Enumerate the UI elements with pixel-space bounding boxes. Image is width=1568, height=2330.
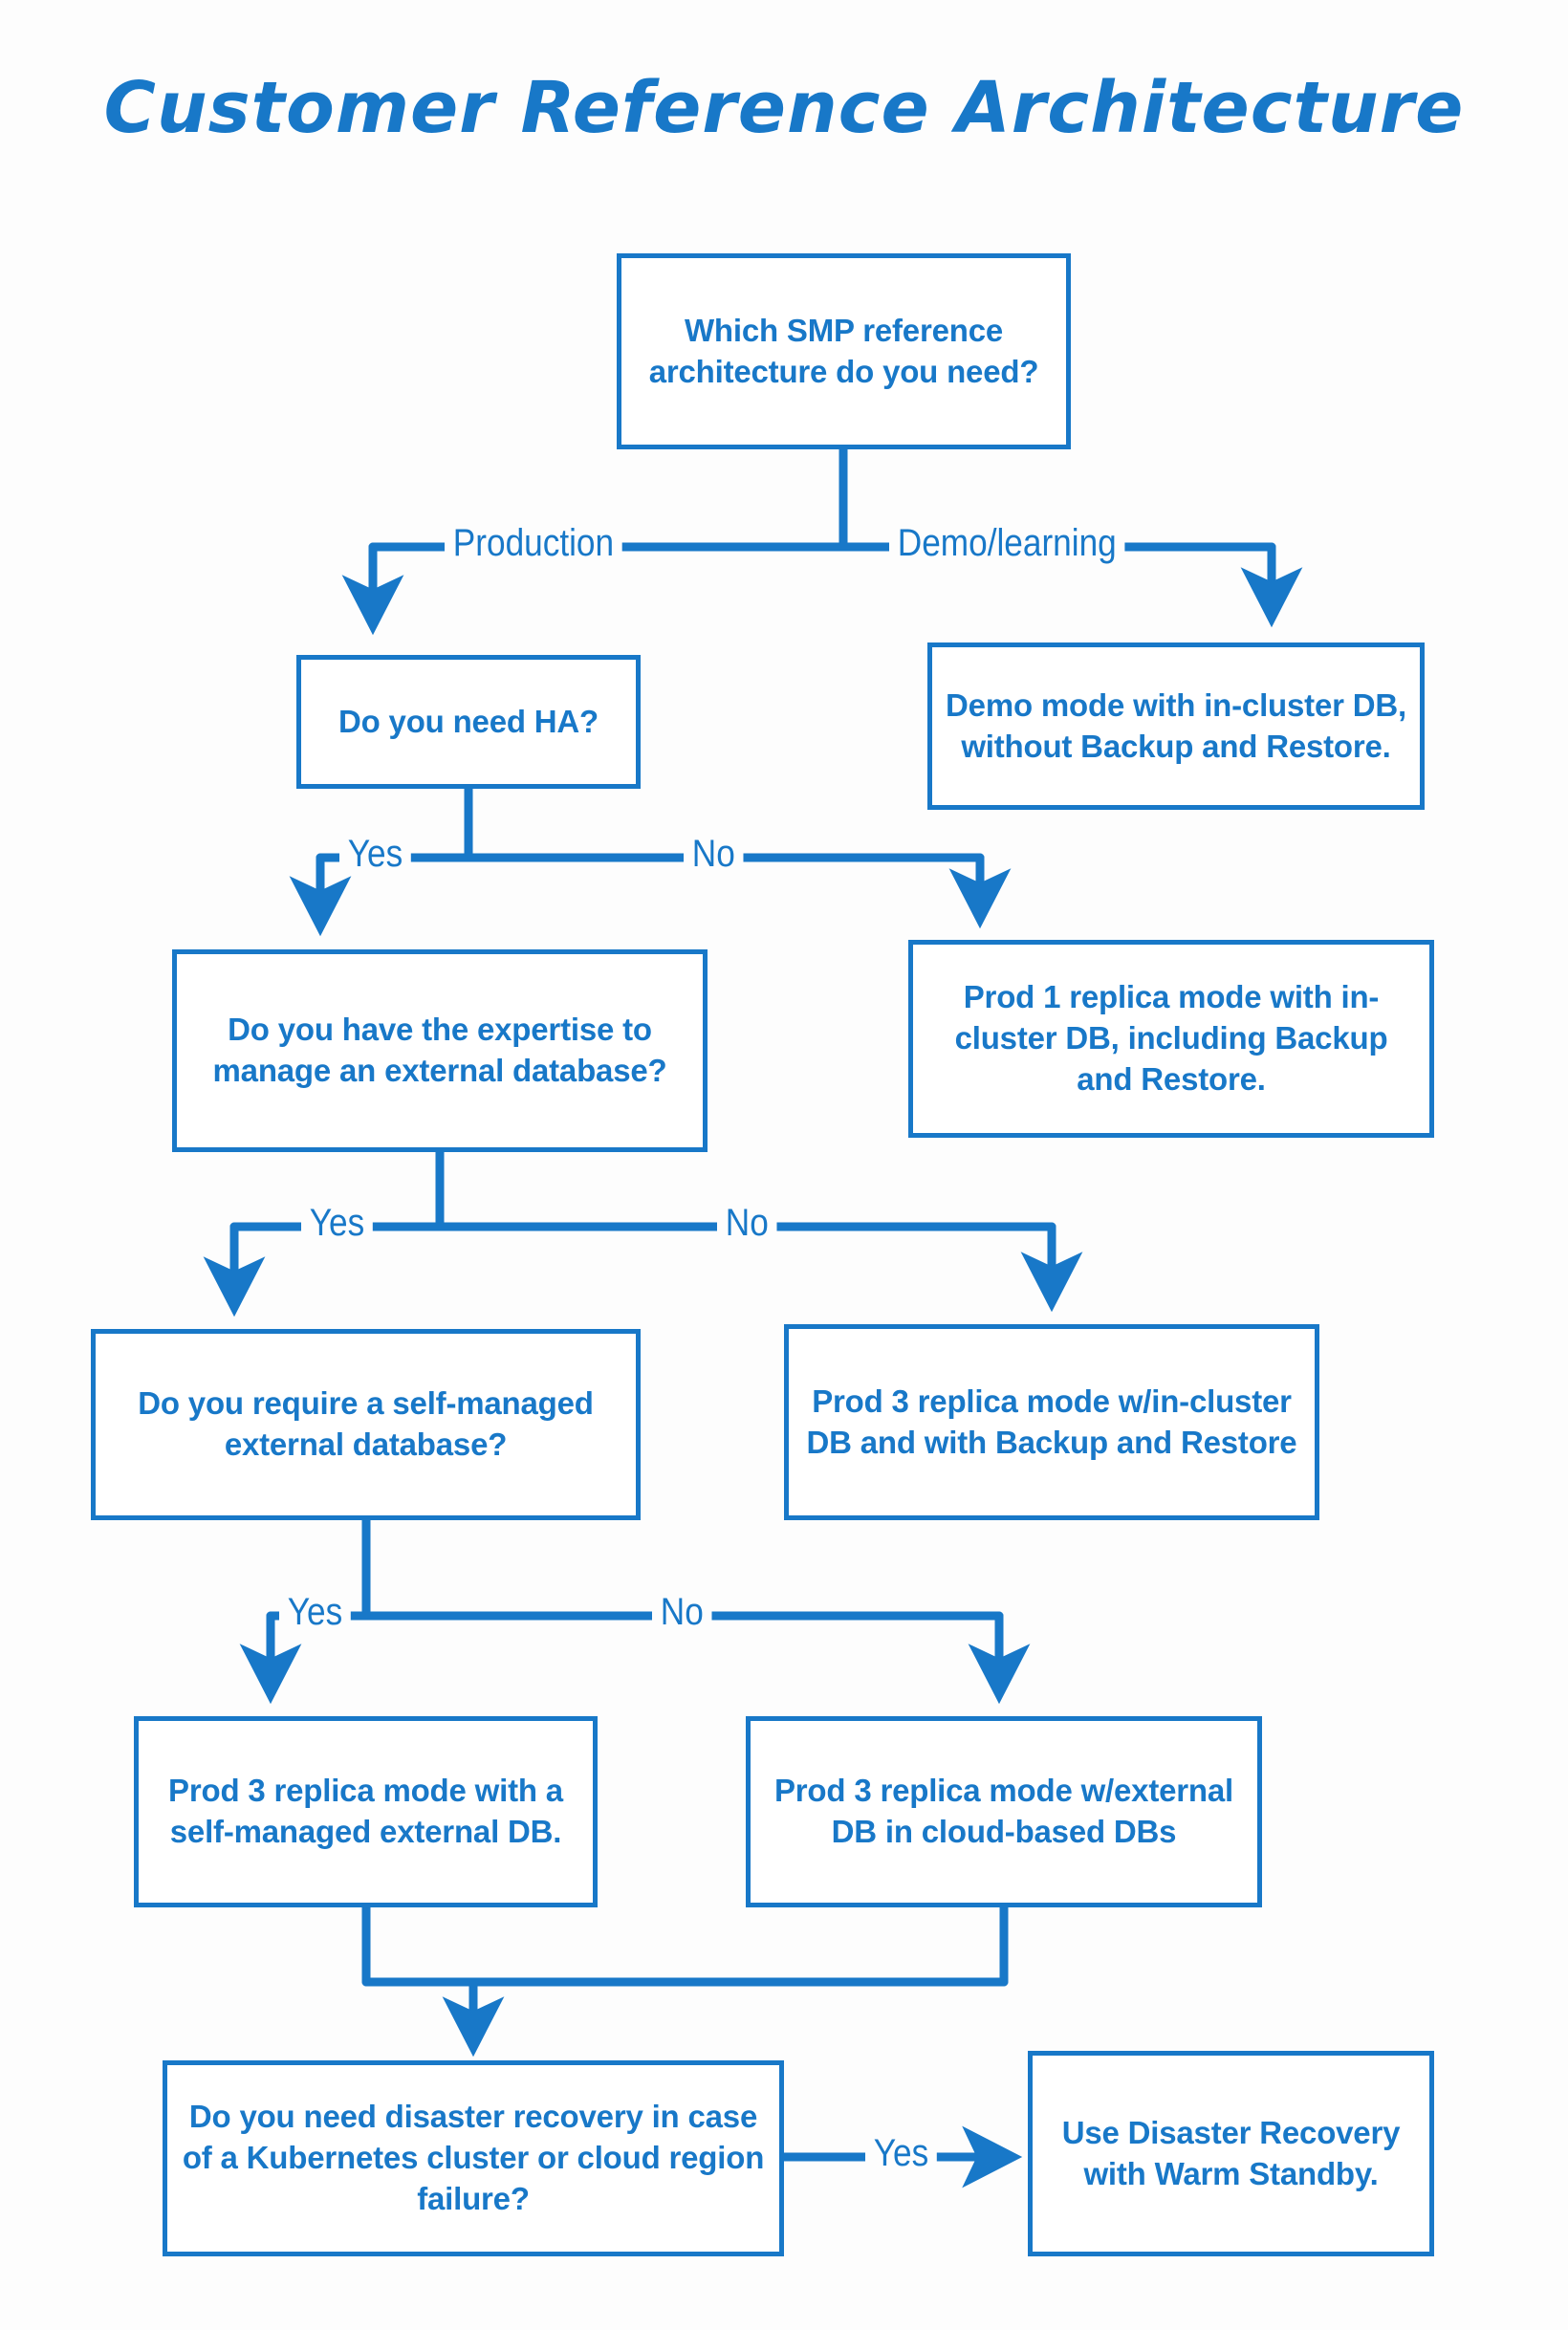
edge-label-dr-yes: Yes [865, 2134, 938, 2172]
node-disaster-recovery-question[interactable]: Do you need disaster recovery in case of… [163, 2060, 784, 2256]
node-prod3-cloud-label: Prod 3 replica mode w/external DB in clo… [773, 1773, 1233, 1849]
edge-label-selfmanaged-no: No [652, 1593, 712, 1631]
edge-label-selfmanaged-yes: Yes [279, 1593, 352, 1631]
edge-label-production: Production [445, 524, 622, 562]
node-prod1-replica[interactable]: Prod 1 replica mode with in-cluster DB, … [908, 940, 1434, 1138]
edge-label-ha-no: No [684, 835, 744, 873]
edge-label-expertise-no: No [717, 1204, 777, 1242]
node-do-you-need-ha[interactable]: Do you need HA? [296, 655, 641, 789]
node-which-smp[interactable]: Which SMP reference architecture do you … [617, 253, 1071, 449]
node-prod1-replica-label: Prod 1 replica mode with in-cluster DB, … [954, 979, 1388, 1097]
node-which-smp-label: Which SMP reference architecture do you … [648, 312, 1039, 389]
node-prod3-selfmanaged[interactable]: Prod 3 replica mode with a self-managed … [134, 1716, 598, 1907]
node-selfmanaged-question-label: Do you require a self-managed external d… [138, 1385, 594, 1462]
node-prod3-incluster[interactable]: Prod 3 replica mode w/in-cluster DB and … [784, 1324, 1319, 1520]
node-prod3-cloud[interactable]: Prod 3 replica mode w/external DB in clo… [746, 1716, 1262, 1907]
edge-label-expertise-yes: Yes [301, 1204, 374, 1242]
node-warm-standby-label: Use Disaster Recovery with Warm Standby. [1061, 2114, 1401, 2191]
node-do-you-need-ha-label: Do you need HA? [338, 703, 599, 739]
node-disaster-recovery-question-label: Do you need disaster recovery in case of… [182, 2099, 765, 2216]
node-selfmanaged-question[interactable]: Do you require a self-managed external d… [91, 1329, 641, 1520]
edge-label-demo-learning: Demo/learning [889, 524, 1125, 562]
edge-label-ha-yes: Yes [339, 835, 412, 873]
node-expertise-question-label: Do you have the expertise to manage an e… [212, 1012, 667, 1088]
node-prod3-incluster-label: Prod 3 replica mode w/in-cluster DB and … [806, 1383, 1297, 1460]
node-prod3-selfmanaged-label: Prod 3 replica mode with a self-managed … [168, 1773, 563, 1849]
node-demo-mode[interactable]: Demo mode with in-cluster DB, without Ba… [927, 642, 1425, 810]
page-title: Customer Reference Architecture [103, 67, 1465, 149]
node-demo-mode-label: Demo mode with in-cluster DB, without Ba… [946, 686, 1406, 764]
node-warm-standby[interactable]: Use Disaster Recovery with Warm Standby. [1028, 2051, 1434, 2256]
node-expertise-question[interactable]: Do you have the expertise to manage an e… [172, 949, 708, 1152]
